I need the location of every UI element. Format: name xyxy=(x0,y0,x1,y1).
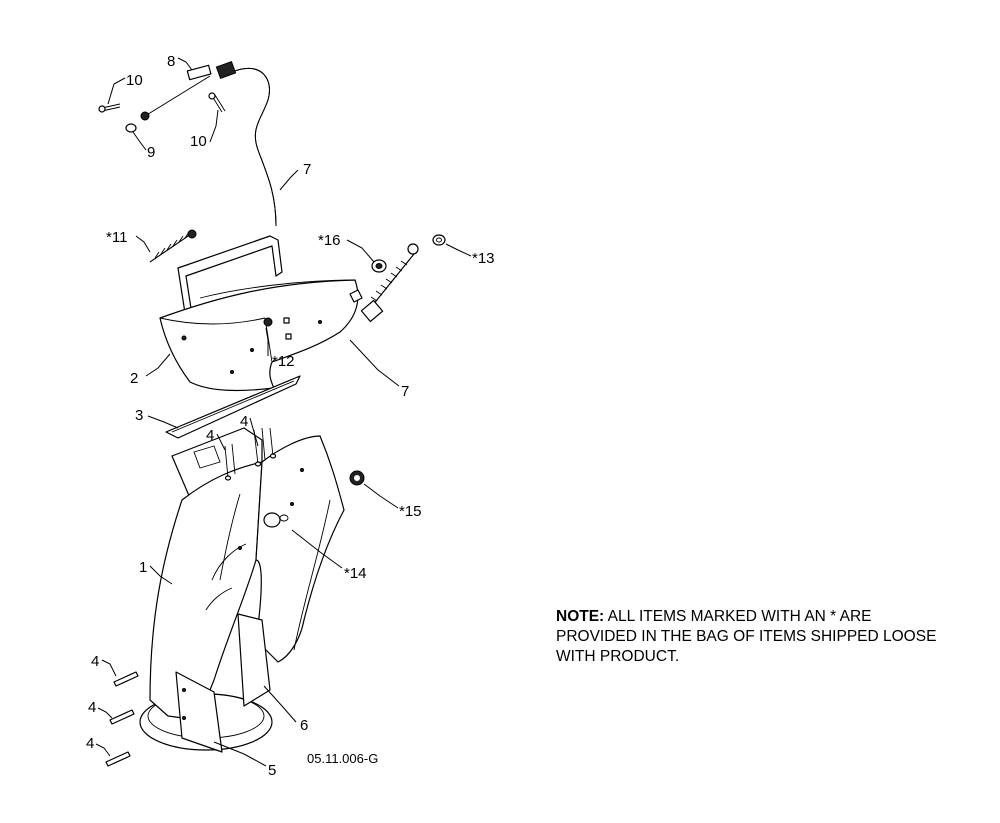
label-14: *14 xyxy=(344,565,367,582)
label-4e: 4 xyxy=(86,735,94,752)
nut-15 xyxy=(349,470,365,486)
chute-deflector xyxy=(149,229,359,392)
bolts-4 xyxy=(105,671,139,767)
label-15: *15 xyxy=(399,503,422,520)
label-16: *16 xyxy=(318,232,341,249)
label-3: 3 xyxy=(135,407,143,424)
label-9: 9 xyxy=(147,144,155,161)
cable-assembly xyxy=(98,60,277,227)
note-line-2: PROVIDED IN THE BAG OF ITEMS SHIPPED LOO… xyxy=(556,628,937,645)
drawing-code: 05.11.006-G xyxy=(307,751,379,766)
label-10b: 10 xyxy=(190,133,207,150)
note-line-1: ALL ITEMS MARKED WITH AN * ARE xyxy=(604,608,872,625)
label-11: *11 xyxy=(106,229,127,246)
label-12: *12 xyxy=(272,353,295,370)
label-7a: 7 xyxy=(303,161,311,178)
note-heading: NOTE: xyxy=(556,608,605,625)
label-4c: 4 xyxy=(91,653,99,670)
label-4a: 4 xyxy=(206,427,214,444)
label-4b: 4 xyxy=(240,413,248,430)
label-5: 5 xyxy=(268,762,276,779)
label-13: *13 xyxy=(472,250,495,267)
spring-11 xyxy=(149,229,197,263)
chute-plate-3 xyxy=(165,375,301,439)
label-4d: 4 xyxy=(88,699,96,716)
discharge-chute xyxy=(139,427,345,753)
label-10a: 10 xyxy=(126,72,143,89)
note-line-3: WITH PRODUCT. xyxy=(556,648,680,665)
label-8: 8 xyxy=(167,53,175,70)
loose-items-note: NOTE: ALL ITEMS MARKED WITH AN * ARE PRO… xyxy=(556,607,996,667)
label-1: 1 xyxy=(139,559,147,576)
leader-lines xyxy=(95,57,472,767)
adjust-rod xyxy=(328,234,446,367)
label-7b: 7 xyxy=(401,383,409,400)
part-labels: 10 8 9 10 7 *11 *16 *13 2 *12 7 3 4 4 *1… xyxy=(86,53,495,779)
label-2: 2 xyxy=(130,370,138,387)
label-6: 6 xyxy=(300,717,308,734)
